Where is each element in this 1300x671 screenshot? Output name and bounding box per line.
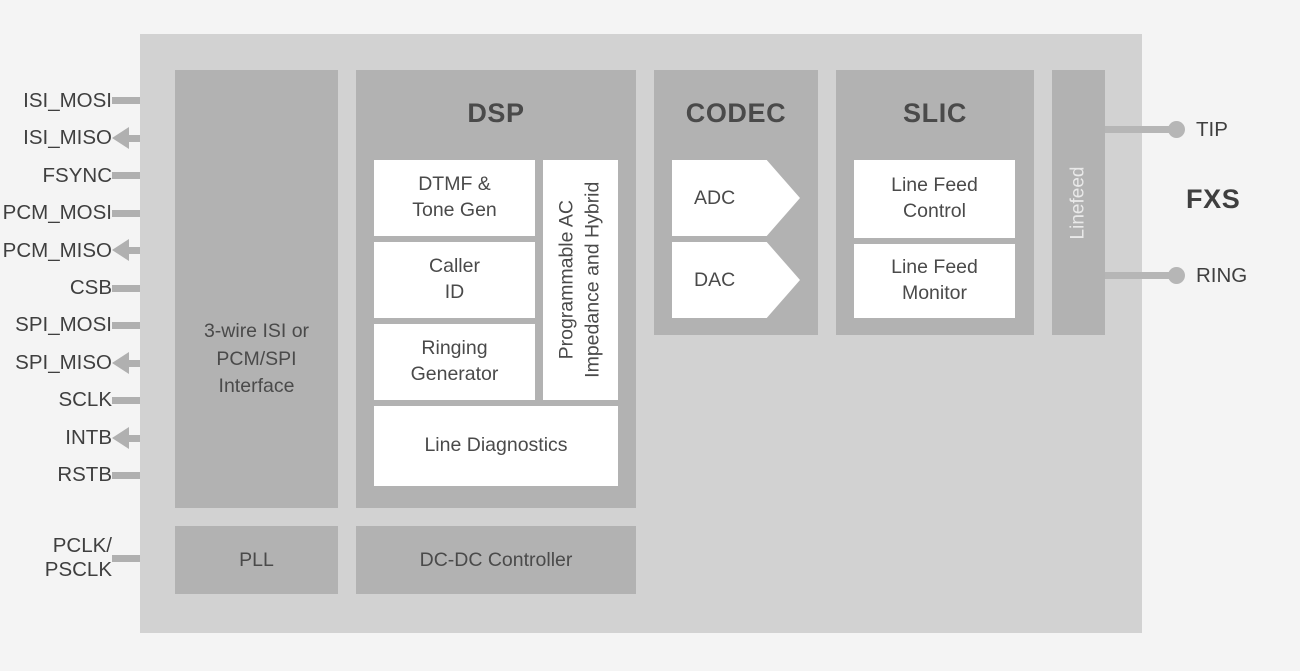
adc-label: ADC (694, 186, 736, 209)
interface-line-1: 3-wire ISI or (203, 320, 310, 342)
signal-label-sclk: SCLK (58, 388, 112, 411)
signal-label-pcm-miso: PCM_MISO (2, 239, 112, 262)
dsp-block-ringing-generator[interactable]: Ringing Generator (374, 324, 535, 400)
signal-arrow-pclk (112, 555, 158, 562)
ring-label: RING (1196, 264, 1248, 287)
line-feed-monitor-line-2: Monitor (901, 282, 967, 304)
signal-label-pclk-psclk: PCLK/ PSCLK (45, 534, 112, 581)
line-feed-monitor-line-1: Line Feed (891, 256, 978, 279)
dsp-block-line-diagnostics[interactable]: Line Diagnostics (374, 406, 618, 486)
ringing-line-1: Ringing (421, 337, 488, 360)
tip-connector-line (1105, 126, 1181, 133)
interface-line-2: PCM/SPI (216, 347, 297, 370)
signal-arrow-csb (112, 285, 158, 292)
signal-label-pcm-mosi: PCM_MOSI (2, 201, 112, 224)
signal-arrow-sclk (112, 397, 158, 404)
dac-label: DAC (694, 268, 736, 291)
interface-line-3: Interface (218, 375, 295, 398)
line-feed-control-line-2: Control (903, 200, 966, 222)
signal-label-intb: INTB (65, 426, 112, 449)
dcdc-controller-block[interactable]: DC-DC Controller (356, 526, 636, 594)
signal-arrowhead-pcm-miso (112, 239, 129, 261)
signal-arrow-rstb (112, 472, 158, 479)
dcdc-label: DC-DC Controller (419, 548, 573, 571)
signal-arrowhead-isi-miso (112, 127, 129, 149)
dsp-block-dtmf-tone-gen[interactable]: DTMF & Tone Gen (374, 160, 535, 236)
signal-label-spi-miso: SPI_MISO (15, 351, 112, 374)
dsp-block-caller-id[interactable]: Caller ID (374, 242, 535, 318)
signal-arrowhead-spi-miso (112, 352, 129, 374)
signal-label-csb: CSB (69, 276, 112, 299)
slic-block-line-feed-monitor[interactable]: Line Feed Monitor (854, 244, 1015, 318)
ring-connector-line (1105, 272, 1181, 279)
caller-id-line-2: ID (444, 281, 465, 303)
programmable-ac-line-1: Programmable AC (555, 200, 578, 360)
dsp-block-programmable-ac-impedance[interactable]: Programmable AC Impedance and Hybrid (543, 160, 618, 400)
line-diagnostics-label: Line Diagnostics (424, 434, 568, 457)
linefeed-block[interactable]: Linefeed (1052, 70, 1105, 335)
signal-label-isi-miso: ISI_MISO (23, 126, 112, 149)
signal-arrow-pcm-mosi (112, 210, 158, 217)
dsp-title: DSP (467, 98, 525, 128)
dtmf-line-2: Tone Gen (412, 199, 497, 221)
tip-label: TIP (1196, 118, 1228, 141)
codec-title: CODEC (685, 98, 787, 128)
pclk-line2: PSCLK (44, 557, 112, 581)
dtmf-line-1: DTMF & (418, 173, 491, 196)
pclk-line1: PCLK/ (52, 534, 112, 557)
signal-arrow-fsync (112, 172, 158, 179)
signal-arrow-spi-mosi (112, 322, 158, 329)
slic-title: SLIC (903, 98, 967, 128)
ring-connector-dot[interactable] (1168, 267, 1185, 284)
pll-label: PLL (239, 548, 274, 571)
interface-block[interactable]: 3-wire ISI or PCM/SPI Interface (175, 70, 338, 508)
ringing-line-2: Generator (410, 363, 499, 385)
signal-arrowhead-intb (112, 427, 129, 449)
signal-label-isi-mosi: ISI_MOSI (23, 89, 112, 112)
signal-label-fsync: FSYNC (42, 164, 112, 187)
slic-block-line-feed-control[interactable]: Line Feed Control (854, 160, 1015, 238)
interface-block-label: 3-wire ISI or PCM/SPI Interface (175, 318, 338, 401)
signal-arrow-isi-mosi (112, 97, 158, 104)
pll-block[interactable]: PLL (175, 526, 338, 594)
linefeed-label: Linefeed (1067, 166, 1089, 239)
line-feed-control-line-1: Line Feed (891, 174, 978, 197)
programmable-ac-vertical-text: Programmable AC Impedance and Hybrid (555, 182, 606, 378)
caller-id-line-1: Caller (429, 255, 480, 278)
signal-label-spi-mosi: SPI_MOSI (15, 313, 112, 336)
programmable-ac-line-2: Impedance and Hybrid (581, 181, 604, 379)
tip-connector-dot[interactable] (1168, 121, 1185, 138)
fxs-interface-label: FXS (1186, 184, 1241, 214)
signal-label-rstb: RSTB (57, 463, 112, 486)
